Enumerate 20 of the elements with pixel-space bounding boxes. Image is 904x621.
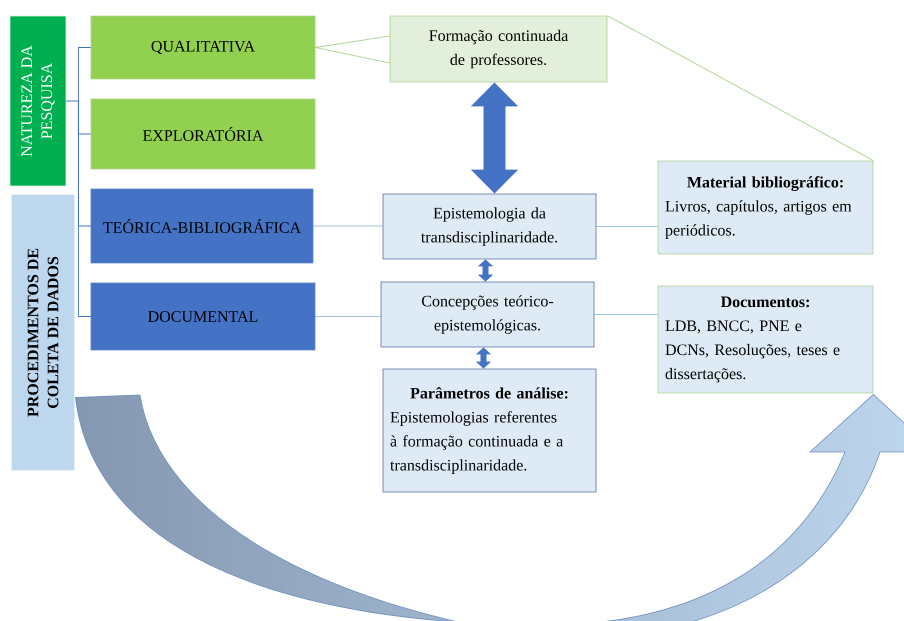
text-box: Concepções teórico-epistemológicas. — [380, 282, 594, 348]
text-box: Parâmetros de análise: Epistemologias referentes à formação continuada e a transdisciplinaridade. — [382, 368, 596, 492]
curved-arrow — [75, 394, 904, 621]
connector-line — [594, 314, 658, 315]
side-label-box: NATUREZA DA PESQUISA — [10, 16, 66, 186]
category-box: DOCUMENTAL — [90, 282, 316, 350]
category-box: EXPLORATÓRIA — [90, 98, 316, 170]
side-label-box: PROCEDIMENTOS DE COLETA DE DADOS — [12, 194, 74, 470]
connector-line — [314, 36, 390, 48]
text-box: Epistemologia da transdisciplinaridade. — [382, 194, 596, 260]
text-box: Formação continuada de professores. — [390, 16, 608, 82]
connector-line — [596, 226, 658, 227]
category-box: QUALITATIVA — [90, 16, 316, 80]
connector-line — [606, 15, 874, 162]
connector-line — [314, 316, 382, 317]
connector-line — [66, 100, 92, 317]
text-box: Material bibliográfico: Livros, capítulos, artigos em periódicos. — [658, 160, 874, 254]
category-box: TEÓRICA-BIBLIOGRÁFICA — [90, 188, 314, 264]
text-box: Documentos: LDB, BNCC, PNE e DCNs, Resoluções, teses e dissertações. — [658, 286, 874, 394]
connector-line — [314, 47, 390, 64]
